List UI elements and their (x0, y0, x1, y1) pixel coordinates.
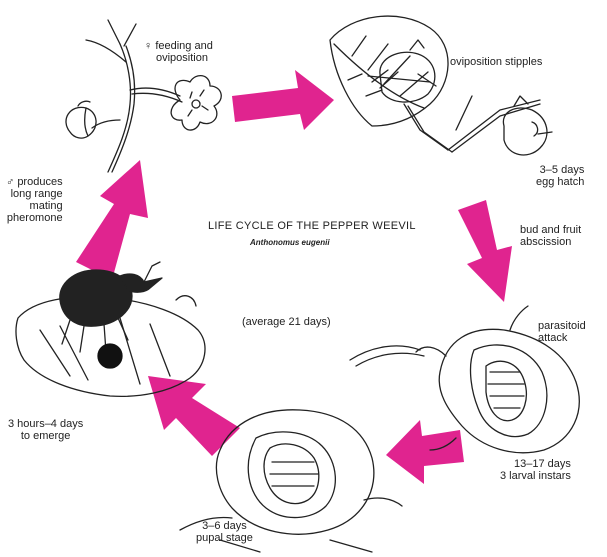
female-symbol: ♀ (144, 40, 152, 52)
species-name: Anthonomus eugenii (250, 238, 330, 247)
egg-hatch-label: 3–5 days egg hatch (536, 164, 584, 188)
arrow-pupa-to-adult (148, 376, 240, 456)
emerge-label: 3 hours–4 days to emerge (8, 418, 83, 442)
parasitoid-attack-label: parasitoid attack (538, 320, 586, 344)
abscission-label: bud and fruit abscission (520, 224, 581, 248)
arrow-leaf-to-fruit (458, 200, 512, 302)
feeding-oviposition-label: ♀ feeding and oviposition (144, 40, 213, 64)
arrow-flower-to-leaf (232, 70, 334, 130)
diagram-title: LIFE CYCLE OF THE PEPPER WEEVIL (208, 220, 416, 232)
arrow-fruit-to-pupa (386, 420, 464, 484)
pupal-stage-label: 3–6 days pupal stage (196, 520, 253, 544)
male-symbol: ♂ (6, 176, 14, 188)
leaf-fruit-drawing (330, 16, 552, 155)
cycle-duration: (average 21 days) (242, 316, 331, 328)
oviposition-stipples-label: oviposition stipples (450, 56, 542, 68)
cycle-arrows (76, 70, 512, 484)
larval-instars-label: 13–17 days 3 larval instars (500, 458, 571, 482)
adult-weevil-drawing (16, 262, 205, 396)
pheromone-label: ♂ produces long range mating pheromone (6, 176, 63, 224)
arrow-adult-to-flower (76, 160, 148, 280)
